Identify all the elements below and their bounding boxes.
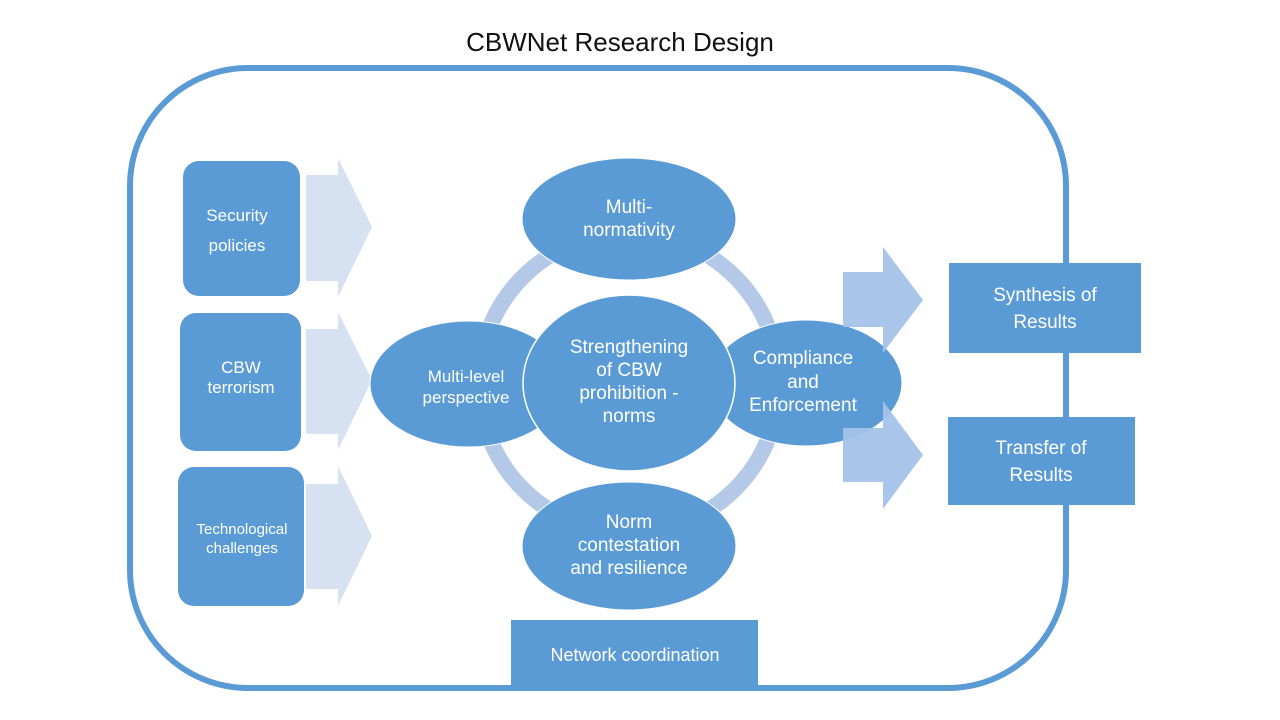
satellite-label-line: and [787,372,819,393]
output-label-line: Results [1013,312,1076,333]
input-label-line: CBW [221,358,261,377]
satellite-top-multi-normativity: Multi- normativity [521,157,737,281]
input-box-terrorism: CBW terrorism [180,313,301,451]
input-label-line: challenges [206,540,278,557]
satellite-label-line: and resilience [570,558,687,579]
satellite-label-line: normativity [583,220,675,241]
diagram-title: CBWNet Research Design [466,27,774,57]
output-arrow-synthesis [843,247,923,353]
input-label-line: terrorism [207,378,274,397]
center-label-line: prohibition - [579,383,678,404]
input-label-line: policies [209,236,266,255]
outer-frame [127,65,1069,691]
satellite-label-line: perspective [423,388,510,407]
input-arrow-terrorism [306,312,372,450]
output-box-synthesis: Synthesis of Results [949,263,1141,353]
satellite-label-line: Norm [606,512,652,533]
input-arrow-security [306,158,372,297]
output-label-line: Results [1009,465,1072,486]
satellite-label-line: Enforcement [749,395,857,416]
output-box-transfer: Transfer of Results [948,417,1135,505]
center-label-line: Strengthening [570,337,688,358]
satellite-label-line: Compliance [753,348,853,369]
input-box-security: Security policies [183,161,300,296]
center-label-line: norms [603,406,656,427]
satellite-label-line: Multi- [606,197,652,218]
center-label-line: of CBW [596,360,662,381]
network-coordination-label: Network coordination [550,645,719,665]
input-label-line: Security [206,206,268,225]
input-box-technological: Technological challenges [178,467,304,606]
center-node-strengthening-norms: Strengthening of CBW prohibition - norms [522,294,736,472]
satellite-label-line: Multi-level [428,367,505,386]
satellite-bottom-norm-contestation: Norm contestation and resilience [521,481,737,611]
network-coordination-box: Network coordination [511,620,758,685]
output-label-line: Synthesis of [993,285,1097,306]
output-arrow-transfer [843,401,923,509]
input-label-line: Technological [197,521,288,538]
satellite-right-compliance-enforcement: Compliance and Enforcement [709,319,903,447]
satellite-label-line: contestation [578,535,680,556]
input-arrow-technological [306,466,372,606]
output-label-line: Transfer of [995,438,1087,459]
